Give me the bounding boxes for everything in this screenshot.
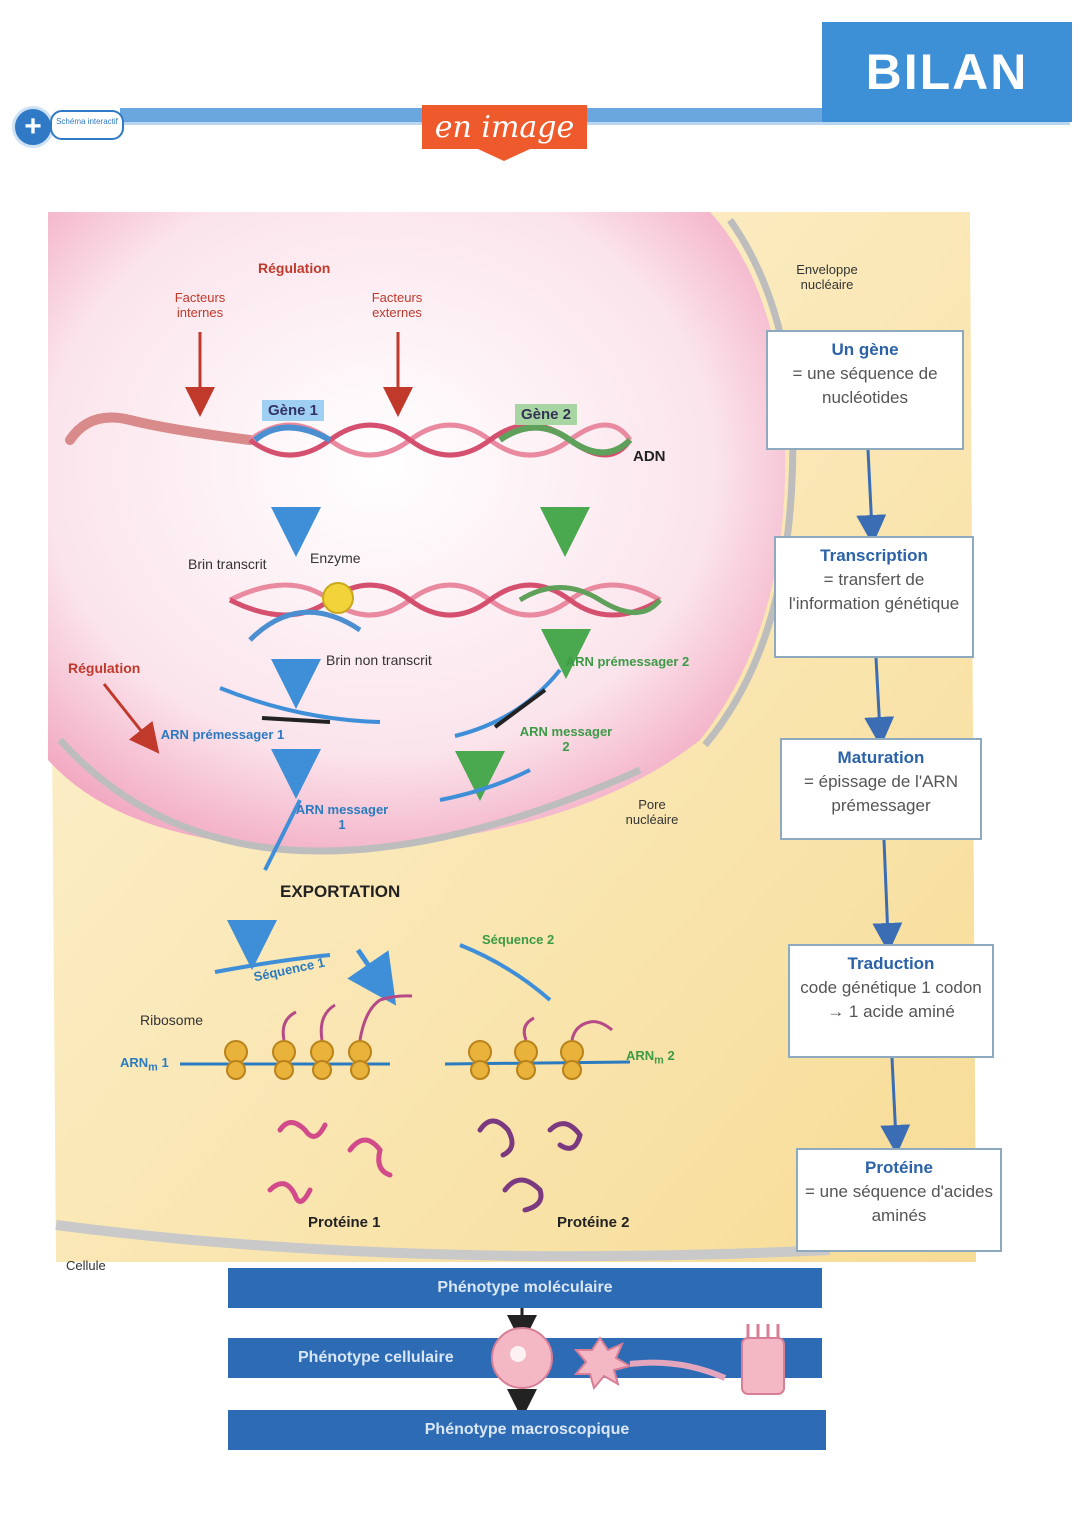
summary-text: = transfert de l'information génétique xyxy=(788,570,960,613)
plus-icon[interactable]: + xyxy=(12,106,54,148)
pore-nucleaire-label: Pore nucléaire xyxy=(625,797,679,827)
arn-premessager-2-label: ARN prémessager 2 xyxy=(565,654,690,669)
summary-text: = épissage de l'ARN prémessager xyxy=(804,772,958,815)
phenotype-macroscopique-band: Phénotype macroscopique xyxy=(228,1410,826,1450)
summary-text: = une séquence de nucléotides xyxy=(792,364,938,407)
exportation-label: EXPORTATION xyxy=(280,882,401,901)
adn-label: ADN xyxy=(633,448,666,465)
phenotype-moleculaire-band: Phénotype moléculaire xyxy=(228,1268,822,1308)
arnm-1-label: ARNm 1 xyxy=(120,1055,169,1074)
enveloppe-nucleaire-label: Enveloppe nucléaire xyxy=(796,262,858,292)
sequence-2-label: Séquence 2 xyxy=(482,932,555,947)
bilan-title: BILAN xyxy=(822,22,1072,122)
brin-non-transcrit-label: Brin non transcrit xyxy=(326,652,432,668)
summary-text: code génétique 1 codon → 1 acide aminé xyxy=(800,978,982,1021)
arnm-2-label: ARNm 2 xyxy=(626,1048,675,1067)
summary-title: Transcription xyxy=(820,546,928,565)
brin-transcrit-label: Brin transcrit xyxy=(188,556,267,572)
regulation-left-label: Régulation xyxy=(68,660,141,676)
proteine-1-label: Protéine 1 xyxy=(308,1214,381,1231)
arn-messager-2-label: ARN messager 2 xyxy=(519,724,613,754)
en-image-banner: en image xyxy=(422,105,587,149)
summary-box-traduction: Traduction code génétique 1 codon → 1 ac… xyxy=(788,944,994,1058)
summary-title: Un gène xyxy=(831,340,899,359)
proteine-2-label: Protéine 2 xyxy=(557,1214,630,1231)
summary-title: Maturation xyxy=(837,748,925,767)
summary-box-maturation: Maturation = épissage de l'ARN prémessag… xyxy=(780,738,982,840)
ribosome-label: Ribosome xyxy=(140,1012,204,1028)
star-cell-icon xyxy=(573,1336,633,1391)
summary-title: Protéine xyxy=(864,1158,934,1177)
cell-illustrations xyxy=(491,1324,785,1395)
facteurs-internes-label: Facteurs internes xyxy=(174,290,226,320)
cellule-label: Cellule xyxy=(66,1258,106,1273)
facteurs-externes-label: Facteurs externes xyxy=(371,290,423,320)
schema-interactif-badge[interactable]: Schéma interactif xyxy=(50,110,124,140)
summary-title: Traduction xyxy=(847,954,935,973)
header-rule-light xyxy=(120,122,1070,125)
summary-box-proteine: Protéine = une séquence d'acides aminés xyxy=(796,1148,1002,1252)
summary-text: = une séquence d'acides aminés xyxy=(804,1182,994,1225)
arn-premessager-1-label: ARN prémessager 1 xyxy=(160,727,285,742)
regulation-top-label: Régulation xyxy=(258,260,331,276)
gene-2-label: Gène 2 xyxy=(515,404,578,425)
summary-box-transcription: Transcription = transfert de l'informati… xyxy=(774,536,974,658)
arn-messager-1-label: ARN messager 1 xyxy=(295,802,389,832)
gene-1-label: Gène 1 xyxy=(262,400,325,421)
enzyme-label: Enzyme xyxy=(310,550,361,566)
en-image-banner-tip xyxy=(478,149,530,161)
summary-box-gene: Un gène = une séquence de nucléotides xyxy=(766,330,964,450)
epithelial-cell-icon xyxy=(741,1337,785,1395)
